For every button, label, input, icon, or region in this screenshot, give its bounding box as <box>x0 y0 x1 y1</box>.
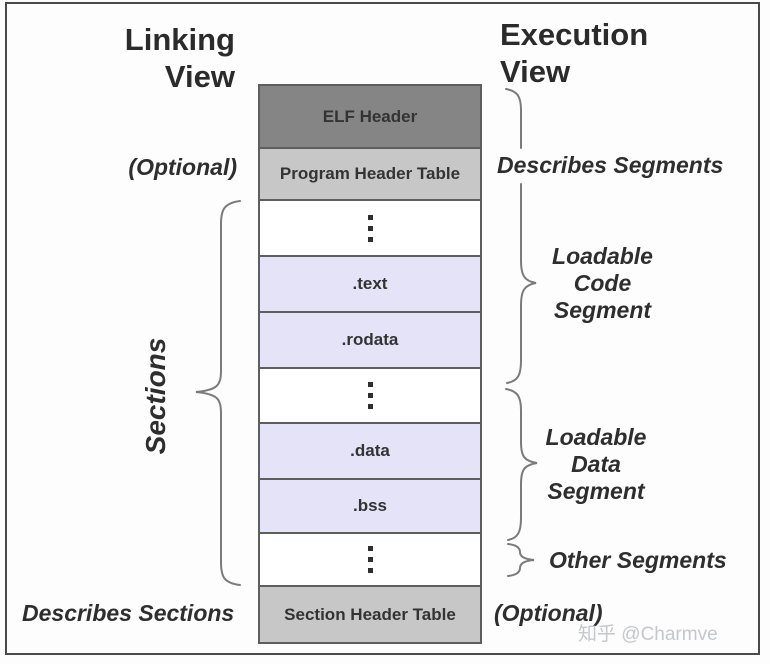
data-section-label: .data <box>350 441 390 460</box>
loadable-data-line3: Segment <box>547 478 645 504</box>
ellipsis-dot <box>367 404 373 409</box>
zhihu-watermark: 知乎 @Charmve <box>578 624 718 645</box>
ellipsis-dot <box>367 214 373 220</box>
sections-label: Sections <box>140 337 171 455</box>
elf-box-stack: ELF Header Program Header Table .text .r… <box>258 84 482 644</box>
loadable-data-line1: Loadable <box>545 424 647 450</box>
linking-view-title: Linking View <box>40 21 235 95</box>
loadable-code-line1: Loadable <box>552 243 653 269</box>
bss-section-box: .bss <box>260 478 480 532</box>
loadable-data-segment-label: Loadable Data Segment <box>508 424 684 505</box>
section-header-table-box: Section Header Table <box>260 585 480 642</box>
loadable-code-line3: Segment <box>553 297 652 323</box>
linking-view-line1: Linking <box>124 22 235 57</box>
rodata-section-label: .rodata <box>341 330 399 349</box>
loadable-data-line2: Data <box>571 451 621 477</box>
other-segments-brace <box>507 543 535 577</box>
ellipsis-dot <box>367 546 373 551</box>
execution-view-line1: Execution <box>500 17 649 52</box>
describes-sections-label: Describes Sections <box>22 600 235 626</box>
program-header-table-box: Program Header Table <box>260 147 480 199</box>
ellipsis-box-2 <box>260 367 480 422</box>
loadable-code-segment-label: Loadable Code Segment <box>515 243 690 324</box>
linking-view-line2: View <box>164 59 235 94</box>
execution-view-title: Execution View <box>500 16 648 90</box>
ellipsis-box-1 <box>260 199 480 255</box>
other-segments-label: Other Segments <box>549 547 727 573</box>
describes-segments-label: Describes Segments <box>497 152 724 178</box>
ellipsis-dot <box>367 236 373 242</box>
code-segment-brace <box>505 88 537 384</box>
text-section-label: .text <box>352 274 388 293</box>
program-header-table-label: Program Header Table <box>279 164 461 183</box>
optional-label-right: (Optional) <box>494 600 603 626</box>
ellipsis-dot <box>367 225 373 231</box>
ellipsis-dot <box>367 382 373 387</box>
ellipsis-box-3 <box>260 532 480 585</box>
ellipsis-dot <box>367 393 373 398</box>
ellipsis-dot <box>367 568 373 573</box>
elf-header-label: ELF Header <box>322 106 418 126</box>
data-section-box: .data <box>260 422 480 478</box>
text-section-box: .text <box>260 255 480 311</box>
rodata-section-box: .rodata <box>260 311 480 367</box>
optional-label-left: (Optional) <box>128 154 237 180</box>
bss-section-label: .bss <box>352 496 388 515</box>
loadable-code-line2: Code <box>573 270 632 296</box>
elf-header-box: ELF Header <box>260 86 480 147</box>
execution-view-line2: View <box>500 54 571 89</box>
sections-brace <box>195 200 241 586</box>
ellipsis-dot <box>367 557 373 562</box>
section-header-table-label: Section Header Table <box>284 604 456 624</box>
